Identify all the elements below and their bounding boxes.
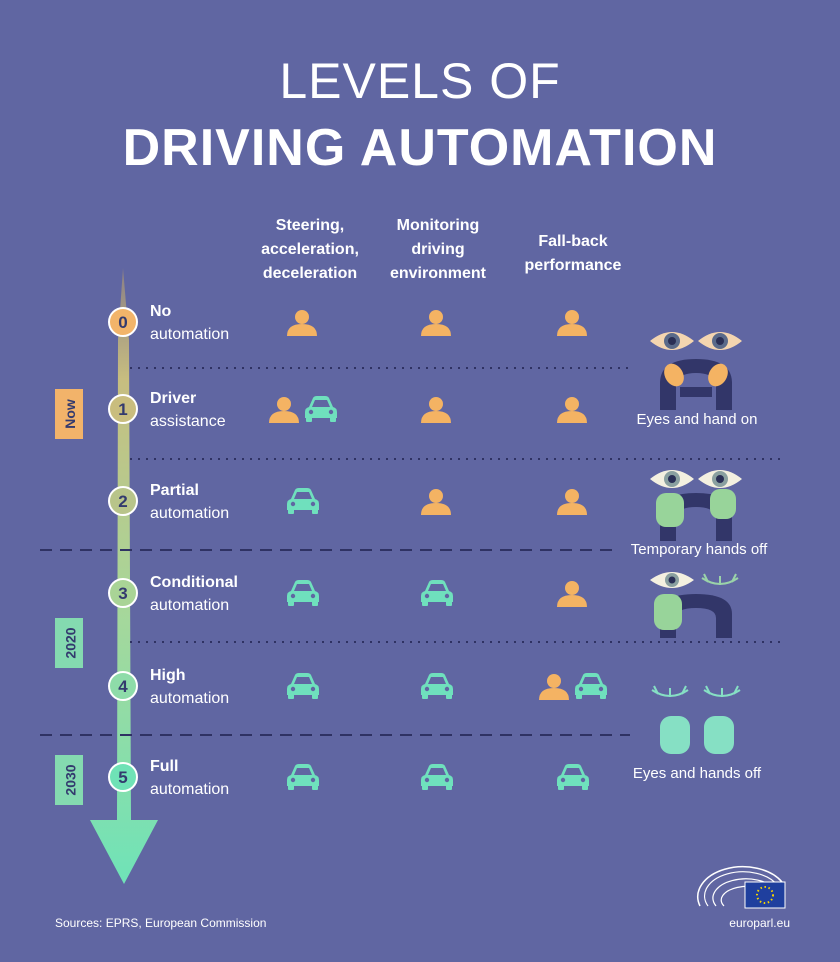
level-3-badge: 3 <box>108 578 138 608</box>
title-line-2: DRIVING AUTOMATION <box>122 119 718 177</box>
level-name-rest: automation <box>150 597 230 614</box>
level-5-cell-2 <box>555 763 591 791</box>
level-2-cell-0 <box>285 487 321 515</box>
level-3-cell-2 <box>555 579 589 607</box>
car-icon <box>575 673 607 699</box>
person-icon <box>421 397 451 423</box>
timeline-2020-label: 2020 <box>62 627 79 659</box>
person-icon <box>557 581 587 607</box>
timeline-2030-label: 2030 <box>62 764 79 796</box>
level-4-cell-0 <box>285 672 321 700</box>
person-icon <box>557 397 587 423</box>
level-1-name: Driver assistance <box>150 387 226 433</box>
level-2-cell-2 <box>555 487 589 515</box>
car-icon <box>421 580 453 606</box>
column-header-2: Fall-back performance <box>524 233 622 274</box>
closed-eye-icon <box>701 573 739 585</box>
open-eye-icon <box>650 470 694 488</box>
open-eye-icon <box>698 470 742 488</box>
level-2-name: Partial automation <box>150 479 229 525</box>
level-name-bold: Conditional <box>150 574 238 591</box>
raised-hand-icon <box>660 716 734 754</box>
car-icon <box>421 673 453 699</box>
person-icon <box>539 674 569 700</box>
level-2-badge: 2 <box>108 486 138 516</box>
level-4-badge: 4 <box>108 671 138 701</box>
level-name-rest: automation <box>150 690 230 707</box>
car-icon <box>287 673 319 699</box>
car-icon <box>287 488 319 514</box>
europarl-link[interactable]: europarl.eu <box>729 916 790 930</box>
car-icon <box>287 580 319 606</box>
level-name-rest: automation <box>150 326 230 343</box>
level-1-badge: 1 <box>108 394 138 424</box>
timeline-2020-tag: 2020 <box>55 618 83 668</box>
caption-temporary-hands-off: Temporary hands off <box>612 541 786 558</box>
level-5-cell-0 <box>285 763 321 791</box>
caption-eyes-hands-off: Eyes and hands off <box>632 765 762 782</box>
closed-eye-icon <box>703 685 741 697</box>
eyes-hands-off-illustration <box>651 685 741 754</box>
eyes-hands-on-illustration <box>650 332 742 410</box>
level-name-bold: No <box>150 303 172 320</box>
conditional-illustration <box>650 572 739 638</box>
level-0-cell-2 <box>555 308 589 336</box>
level-0-badge: 0 <box>108 307 138 337</box>
level-name-bold: High <box>150 667 186 684</box>
level-name-rest: automation <box>150 781 230 798</box>
person-icon <box>557 489 587 515</box>
hands-on-wheel-icon <box>664 363 728 387</box>
person-icon <box>557 310 587 336</box>
timeline-arrow <box>90 268 158 884</box>
person-icon <box>287 310 317 336</box>
level-1-cell-2 <box>555 395 589 423</box>
column-header-0: Steering, acceleration, deceleration <box>261 217 359 282</box>
level-1-cell-0 <box>267 395 339 423</box>
sources-text: Sources: EPRS, European Commission <box>55 916 267 930</box>
person-icon <box>421 489 451 515</box>
level-name-rest: assistance <box>150 413 226 430</box>
open-eye-icon <box>698 332 742 350</box>
car-icon <box>287 764 319 790</box>
level-5-cell-1 <box>419 763 455 791</box>
level-4-cell-2 <box>537 672 609 700</box>
car-icon <box>421 764 453 790</box>
level-0-name: No automation <box>150 300 229 346</box>
level-name-bold: Partial <box>150 482 199 499</box>
level-3-cell-0 <box>285 579 321 607</box>
level-2-cell-1 <box>419 487 453 515</box>
level-1-cell-1 <box>419 395 453 423</box>
level-4-cell-1 <box>419 672 455 700</box>
level-4-name: High automation <box>150 664 229 710</box>
level-name-bold: Full <box>150 758 179 775</box>
timeline-2030-tag: 2030 <box>55 755 83 805</box>
level-name-rest: automation <box>150 505 230 522</box>
caption-eyes-hands-on: Eyes and hand on <box>636 411 758 428</box>
level-3-cell-1 <box>419 579 455 607</box>
open-eye-icon <box>650 332 694 350</box>
level-3-name: Conditional automation <box>150 571 238 617</box>
level-name-bold: Driver <box>150 390 197 407</box>
column-header-1: Monitoring driving environment <box>389 217 486 282</box>
raised-hand-icon <box>656 489 736 527</box>
level-5-badge: 5 <box>108 762 138 792</box>
title-line-1: LEVELS OF <box>279 53 561 109</box>
raised-hand-icon <box>654 594 682 630</box>
level-0-cell-1 <box>419 308 453 336</box>
open-eye-icon <box>650 572 694 588</box>
level-0-cell-0 <box>285 308 319 336</box>
level-5-name: Full automation <box>150 755 229 801</box>
timeline-now-tag: Now <box>55 389 83 439</box>
car-icon <box>305 396 337 422</box>
temporary-hands-off-illustration <box>650 470 742 541</box>
timeline-now-label: Now <box>61 399 78 429</box>
person-icon <box>421 310 451 336</box>
europarl-logo <box>697 866 786 909</box>
closed-eye-icon <box>651 685 689 697</box>
person-icon <box>269 397 299 423</box>
car-icon <box>557 764 589 790</box>
